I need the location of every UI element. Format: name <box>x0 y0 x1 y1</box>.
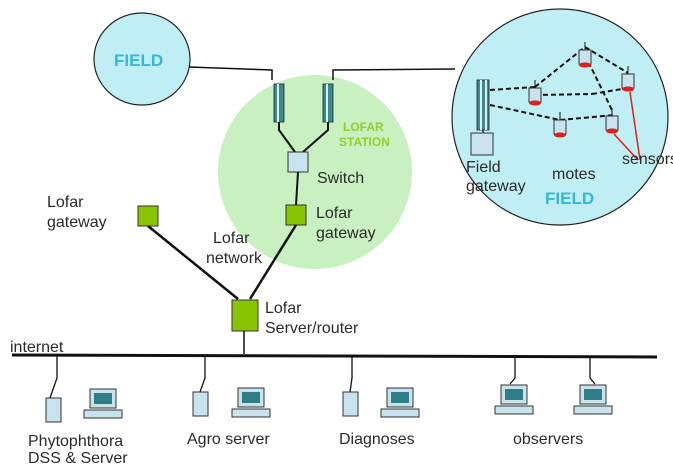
sensors-label: sensors <box>622 151 673 168</box>
diagnoses-label: Diagnoses <box>339 431 415 448</box>
field-gateway-icon <box>470 132 494 156</box>
link-field-right <box>332 68 456 80</box>
field-left-circle <box>93 12 191 106</box>
mote-icon <box>578 42 592 68</box>
internet-label: internet <box>10 339 64 356</box>
lofar-gateway-left-label: Lofar <box>47 194 84 211</box>
gateway-icon <box>137 205 159 227</box>
mote-icon <box>528 80 542 106</box>
switch-label: Switch <box>317 170 364 187</box>
sensor-pointer <box>613 91 641 161</box>
field-right-label: FIELD <box>545 189 594 208</box>
lofar-network-label: network <box>206 250 263 267</box>
internet-drops <box>49 356 596 399</box>
field-left-label: FIELD <box>114 51 163 70</box>
link-left-gateway-router <box>147 225 239 300</box>
gateway-icon <box>285 204 307 226</box>
server-router-icon <box>231 299 259 332</box>
mote-icon <box>605 108 619 134</box>
link-center-gateway-router <box>248 224 298 300</box>
monitor-icon <box>231 387 271 418</box>
switch-icon <box>287 151 309 173</box>
monitor-icon <box>573 384 613 415</box>
field-gateway-label: gateway <box>466 178 526 195</box>
server-router-label: Lofar <box>265 300 302 317</box>
lofar-network-label: Lofar <box>213 230 250 247</box>
observers-label: observers <box>513 431 583 448</box>
link-antenna-switch-left <box>278 122 296 153</box>
mote-icon <box>553 112 567 138</box>
field-gateway-label: Field <box>466 159 501 176</box>
link-switch-gateway <box>295 171 299 206</box>
antenna-icon <box>322 83 334 123</box>
link-field-left <box>188 66 273 80</box>
link-antenna-switch-right <box>302 122 329 153</box>
mote-icon <box>621 66 635 92</box>
server-router-label: Server/router <box>265 320 359 337</box>
phytophthora-label: Phytophthora <box>28 433 123 450</box>
lofar-gateway-center-label: Lofar <box>316 205 353 222</box>
server-tower-icon <box>45 397 62 423</box>
internet-backbone <box>11 353 658 359</box>
mote-mesh <box>489 46 629 121</box>
server-tower-icon <box>342 391 359 417</box>
antenna-icon <box>273 83 285 123</box>
lofar-station-area <box>218 75 412 269</box>
agro-server-label: Agro server <box>187 431 270 448</box>
antenna-icon <box>476 79 490 131</box>
motes-label: motes <box>552 166 596 183</box>
lofar-station-label: LOFAR <box>343 120 384 134</box>
monitor-icon <box>380 387 420 418</box>
lofar-gateway-center-label: gateway <box>316 225 376 242</box>
lofar-gateway-left-label: gateway <box>47 214 107 231</box>
server-tower-icon <box>192 391 209 417</box>
monitor-icon <box>83 388 123 419</box>
phytophthora-label: DSS & Server <box>28 450 128 464</box>
lofar-station-label: STATION <box>339 135 390 149</box>
monitor-icon <box>494 384 534 415</box>
